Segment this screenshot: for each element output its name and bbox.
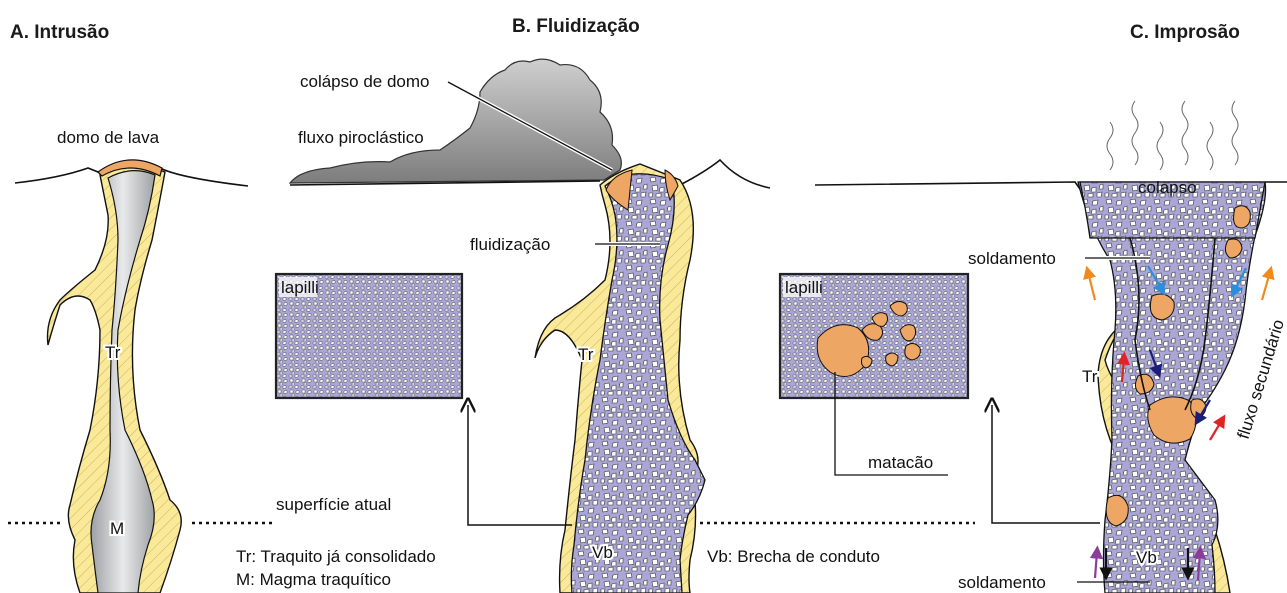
ground-surface-b-left [289,180,601,186]
panel-a: domo de lava Tr M [14,128,249,593]
label-fluidization: fluidização [470,235,550,254]
label-welding-bottom: soldamento [958,573,1046,592]
ground-surface-b-right [679,158,771,189]
label-welding-top: soldamento [968,249,1056,268]
legend-tr: Tr: Traquito já consolidado [236,547,436,566]
fracture-c-2 [1184,237,1216,411]
panel-c-title: C. Improsão [1130,22,1240,43]
inset-pointer-b [468,405,572,526]
dome-remnant-b [605,169,633,211]
label-vb-b: Vb [592,543,613,562]
label-secondary-flow: fluxo secundário [1234,317,1287,441]
label-lapilli-c: lapilli [785,278,823,297]
label-tr-b: Tr [578,345,594,364]
inset-pointer-c [992,405,1100,524]
collapse-fill-c [1079,181,1266,239]
label-present-surface: superfície atual [276,495,391,514]
fracture-c-1 [1129,237,1151,411]
panel-b: colápso de domo fluxo piroclástico fluid… [274,58,771,593]
arrow-navy-left [1148,349,1162,379]
arrow-purple-right [1192,545,1207,581]
flow-arrows [1083,265,1275,581]
inset-label-bg [783,277,821,297]
label-tr-a: Tr [105,343,121,362]
arrow-blue-left [1147,265,1166,296]
label-pyroclastic-flow: fluxo piroclástico [298,128,424,147]
panel-b-title: B. Fluidização [512,16,640,37]
arrow-navy-right [1194,399,1211,426]
dome-remnant-b-right [664,169,679,202]
label-tr-c: Tr [1082,367,1098,386]
label-dome-collapse: colápso de domo [300,72,429,91]
leader-boulder [834,372,948,476]
breccia-conduit-c [1077,181,1267,593]
arrow-orange-left [1083,265,1097,301]
arrow-red-right [1209,414,1226,441]
inset-label-bg [279,277,317,297]
label-m: M [110,519,124,538]
arrow-purple-left [1089,545,1104,579]
legend-m: M: Magma traquítico [236,570,391,589]
panel-c: colapso soldamento Tr Vb soldamento flux… [778,100,1287,593]
legend-vb: Vb: Brecha de conduto [707,547,880,566]
label-lava-dome: domo de lava [57,128,160,147]
inset-boulders-c [816,300,921,377]
lava-dome-a [97,159,163,177]
ground-surface-c-left [814,181,1091,211]
label-collapse: colapso [1138,178,1197,197]
breccia-conduit-b [570,173,706,593]
arrow-orange-right [1260,265,1275,301]
label-boulder: matacão [868,453,933,472]
arrow-blue-right [1231,267,1247,298]
heat-waves [1106,100,1239,171]
label-vb-c: Vb [1136,548,1157,567]
arrow-red-left [1116,351,1131,383]
leader-dome-collapse [447,81,613,171]
label-lapilli-b: lapilli [281,278,319,297]
pyroclastic-cloud [288,58,622,184]
panel-a-title: A. Intrusão [10,22,109,43]
magma-conduit-a [90,170,156,593]
